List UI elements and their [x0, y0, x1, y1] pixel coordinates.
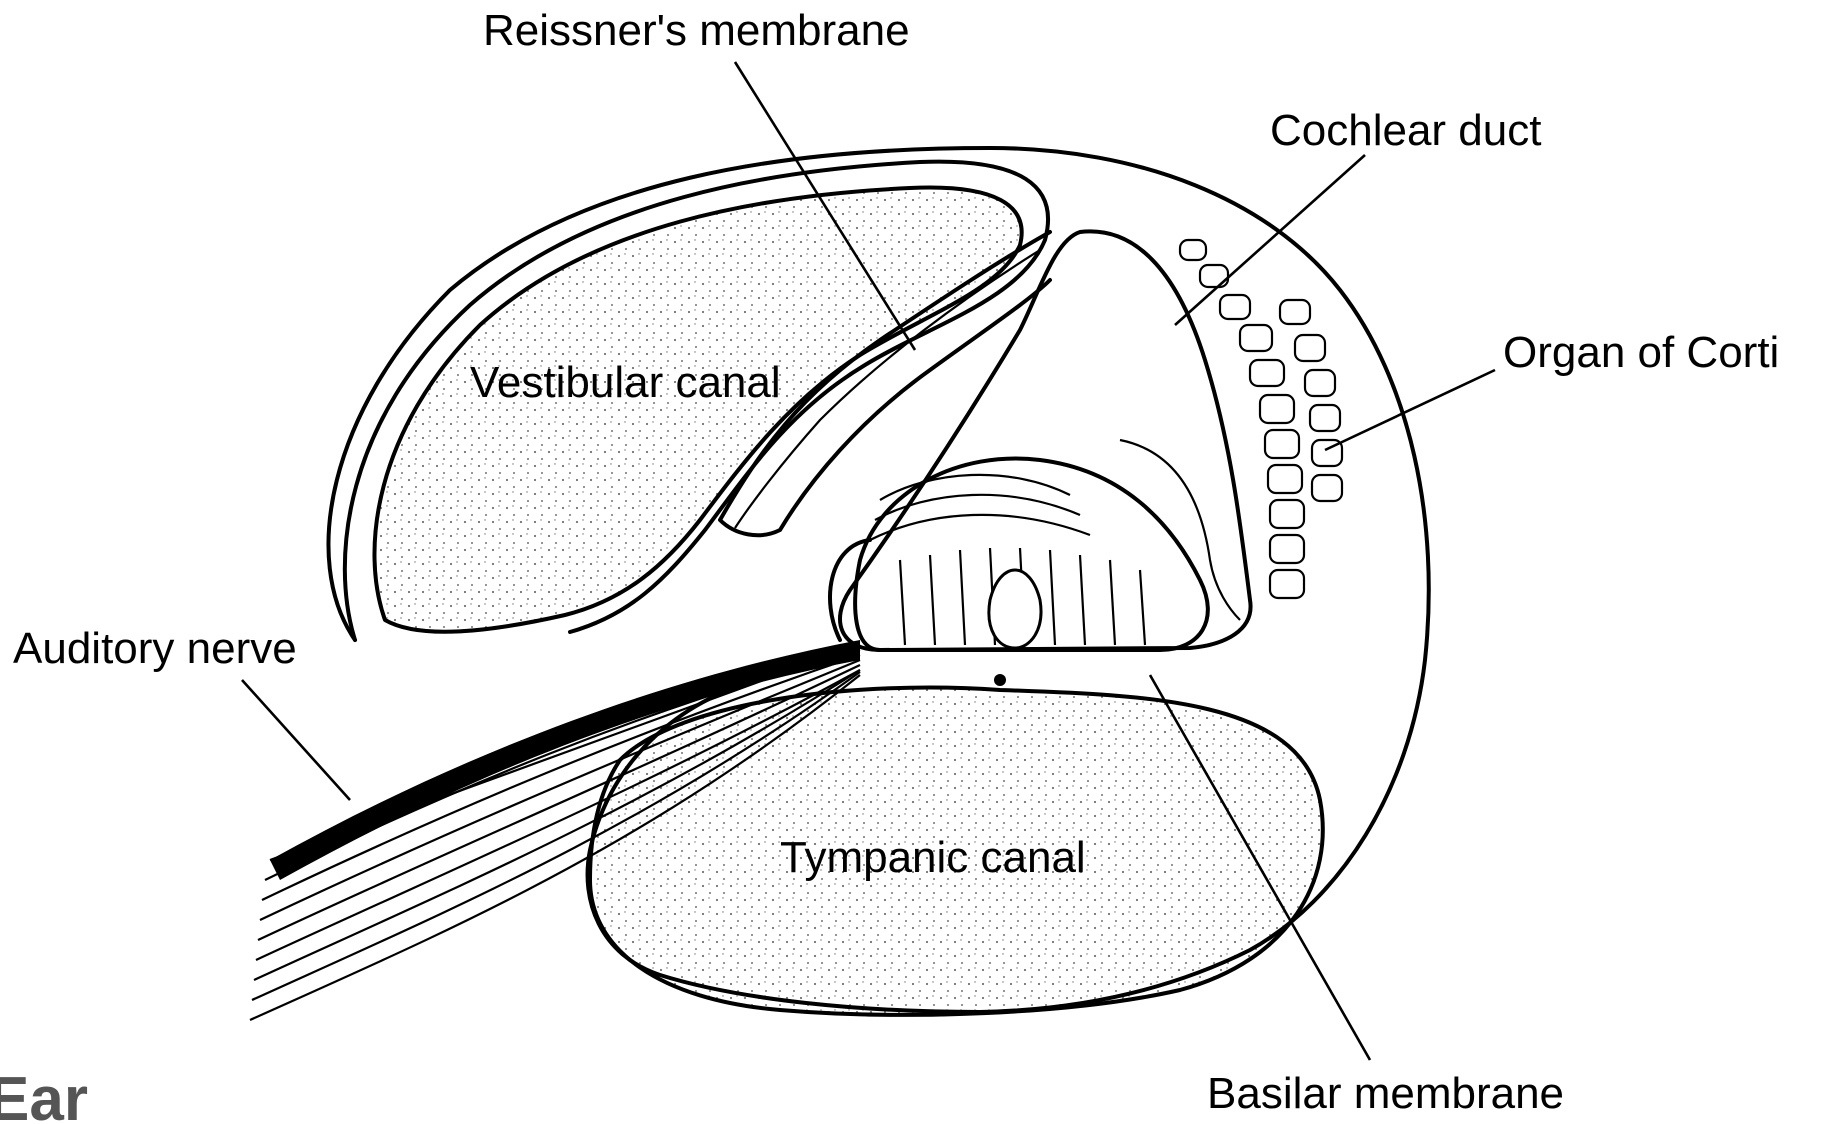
label-basilar-membrane: Basilar membrane: [1207, 1069, 1564, 1118]
label-auditory-nerve: Auditory nerve: [13, 624, 297, 673]
label-vestibular-canal: Vestibular canal: [470, 358, 781, 407]
label-organ-of-corti: Organ of Corti: [1503, 328, 1779, 377]
label-reissners-membrane: Reissner's membrane: [483, 6, 910, 55]
partial-title: Ear: [0, 1065, 88, 1124]
label-cochlear-duct: Cochlear duct: [1270, 106, 1541, 155]
label-tympanic-canal: Tympanic canal: [780, 833, 1086, 882]
